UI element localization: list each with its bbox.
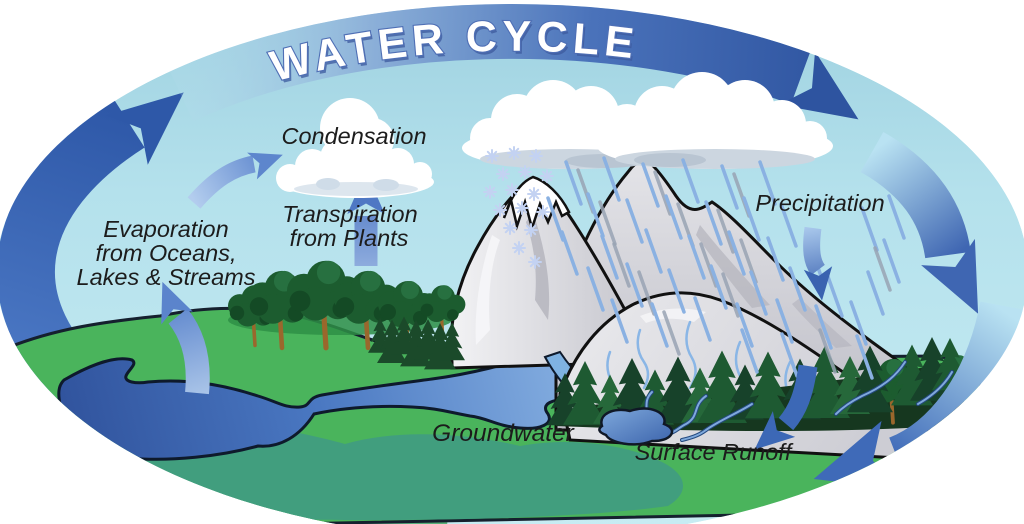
- snow-mountain: [449, 175, 655, 370]
- evaporation-label-line2: from Oceans,: [95, 240, 236, 266]
- condensation-cloud-icon: [276, 98, 434, 198]
- precipitation-label: Precipitation: [755, 190, 884, 216]
- transpiration-up-arrow-icon: [347, 171, 385, 266]
- surface-runoff-label: Surface Runoff: [635, 439, 794, 465]
- groundwater-label: Groundwater: [432, 420, 574, 447]
- pond-icon: [598, 407, 674, 446]
- precipitation-down-arrow-icon: [803, 226, 837, 303]
- transpiration-label-line2: from Plants: [290, 225, 409, 251]
- stream-icon: [598, 360, 954, 446]
- condensation-label: Condensation: [281, 123, 426, 149]
- condensation-curved-arrow-icon: [187, 141, 288, 209]
- surface-runoff-arrow-icon: [743, 364, 818, 463]
- transpiration-label-line1: Transpiration: [282, 201, 417, 227]
- rain-cloud-icon: [462, 72, 833, 169]
- evaporation-up-arrow-icon: [146, 275, 210, 395]
- evaporation-label-line1: Evaporation: [103, 216, 228, 242]
- right-cycle-arrow-icon: [860, 131, 1005, 327]
- evaporation-label-line3: Lakes & Streams: [77, 264, 256, 290]
- top-cycle-arrow-icon: [168, 4, 877, 147]
- diagram-labels: Condensation Transpiration from Plants E…: [77, 123, 885, 465]
